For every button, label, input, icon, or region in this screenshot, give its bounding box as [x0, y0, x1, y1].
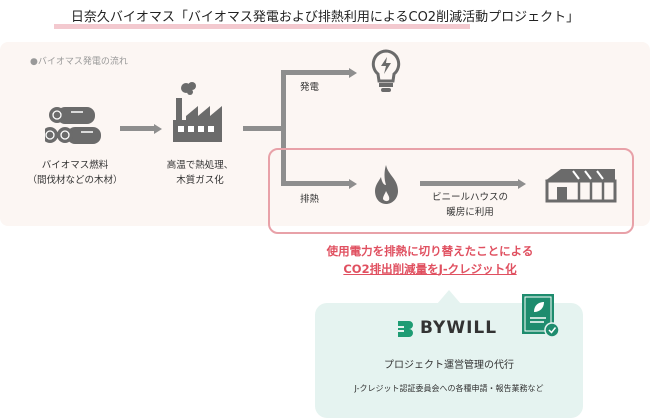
fuel-label: バイオマス燃料（間伐材などの木材） — [27, 160, 123, 186]
bywill-logo-icon — [398, 321, 413, 337]
branch-trunk — [243, 126, 286, 131]
power-label: 発電 — [300, 82, 320, 93]
logs-icon — [45, 107, 101, 144]
flame-icon — [375, 165, 398, 204]
title-underline — [54, 24, 470, 29]
arrow-head — [349, 67, 357, 78]
arrow-to-greenhouse — [420, 181, 518, 186]
certificate-icon — [522, 294, 560, 338]
arrow-head — [154, 123, 162, 134]
factory-icon — [173, 82, 222, 142]
arrow-to-power — [281, 70, 349, 75]
callout-notch — [437, 290, 461, 304]
flow-label: ●バイオマス発電の流れ — [30, 57, 128, 67]
process-label: 高温で熱処理、木質ガス化 — [166, 160, 234, 186]
arrow-fuel-to-process — [120, 126, 154, 131]
branch-vertical — [281, 70, 286, 186]
company-service: プロジェクト運営管理の代行 — [384, 360, 514, 371]
greenhouse-label: ビニールハウスの暖房に利用 — [431, 192, 508, 218]
company-detail: J-クレジット認証委員会への各種申請・報告業務など — [354, 384, 544, 393]
greenhouse-icon — [545, 169, 617, 203]
arrow-to-heat — [281, 181, 349, 186]
company-name: BYWILL — [420, 318, 498, 338]
page-title: 日奈久バイオマス「バイオマス発電および排熱利用によるCO2削減活動プロジェクト」 — [70, 10, 580, 25]
jcredit-statement: 使用電力を排熱に切り替えたことによる CO2排出削減量をJ-クレジット化 — [326, 244, 534, 276]
arrow-head — [518, 178, 526, 189]
lightbulb-icon — [371, 49, 401, 92]
arrow-head — [349, 178, 357, 189]
heat-label: 排熱 — [300, 194, 320, 205]
highlight-box — [268, 148, 634, 234]
